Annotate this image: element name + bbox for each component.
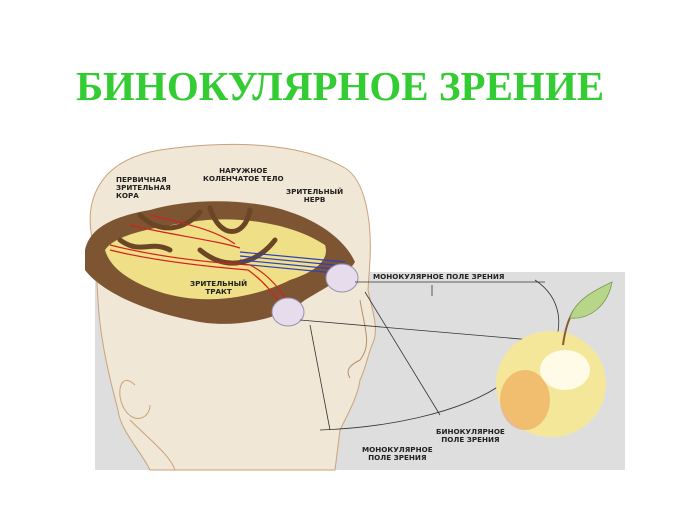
face-profile	[347, 299, 368, 379]
brain-gyri	[117, 205, 278, 266]
label-optic-tract: ЗРИТЕЛЬНЫЙ ТРАКТ	[190, 279, 248, 296]
neck-outline	[129, 419, 176, 471]
optic-tract-fibers-red	[109, 214, 291, 309]
label-optic-nerve: ЗРИТЕЛЬНЫЙ НЕРВ	[286, 187, 344, 204]
label-lateral-geniculate-body: НАРУЖНОЕ КОЛЕНЧАТОЕ ТЕЛО	[203, 166, 284, 183]
label-binocular-field: БИНОКУЛЯРНОЕ ПОЛЕ ЗРЕНИЯ	[436, 427, 505, 444]
apple-highlight	[540, 350, 590, 390]
label-monocular-field-top: МОНОКУЛЯРНОЕ ПОЛЕ ЗРЕНИЯ	[373, 272, 505, 281]
left-eye	[271, 297, 305, 327]
apple-leaf	[569, 281, 613, 319]
label-monocular-field-bottom: МОНОКУЛЯРНОЕ ПОЛЕ ЗРЕНИЯ	[362, 445, 433, 462]
apple-blush	[500, 370, 550, 430]
page-title: БИНОКУЛЯРНОЕ ЗРЕНИЕ	[75, 63, 605, 109]
ear	[119, 379, 151, 419]
label-primary-visual-cortex: ПЕРВИЧНАЯ ЗРИТЕЛЬНАЯ КОРА	[116, 175, 171, 200]
right-eye	[325, 263, 359, 293]
visual-field-lines	[299, 279, 560, 431]
